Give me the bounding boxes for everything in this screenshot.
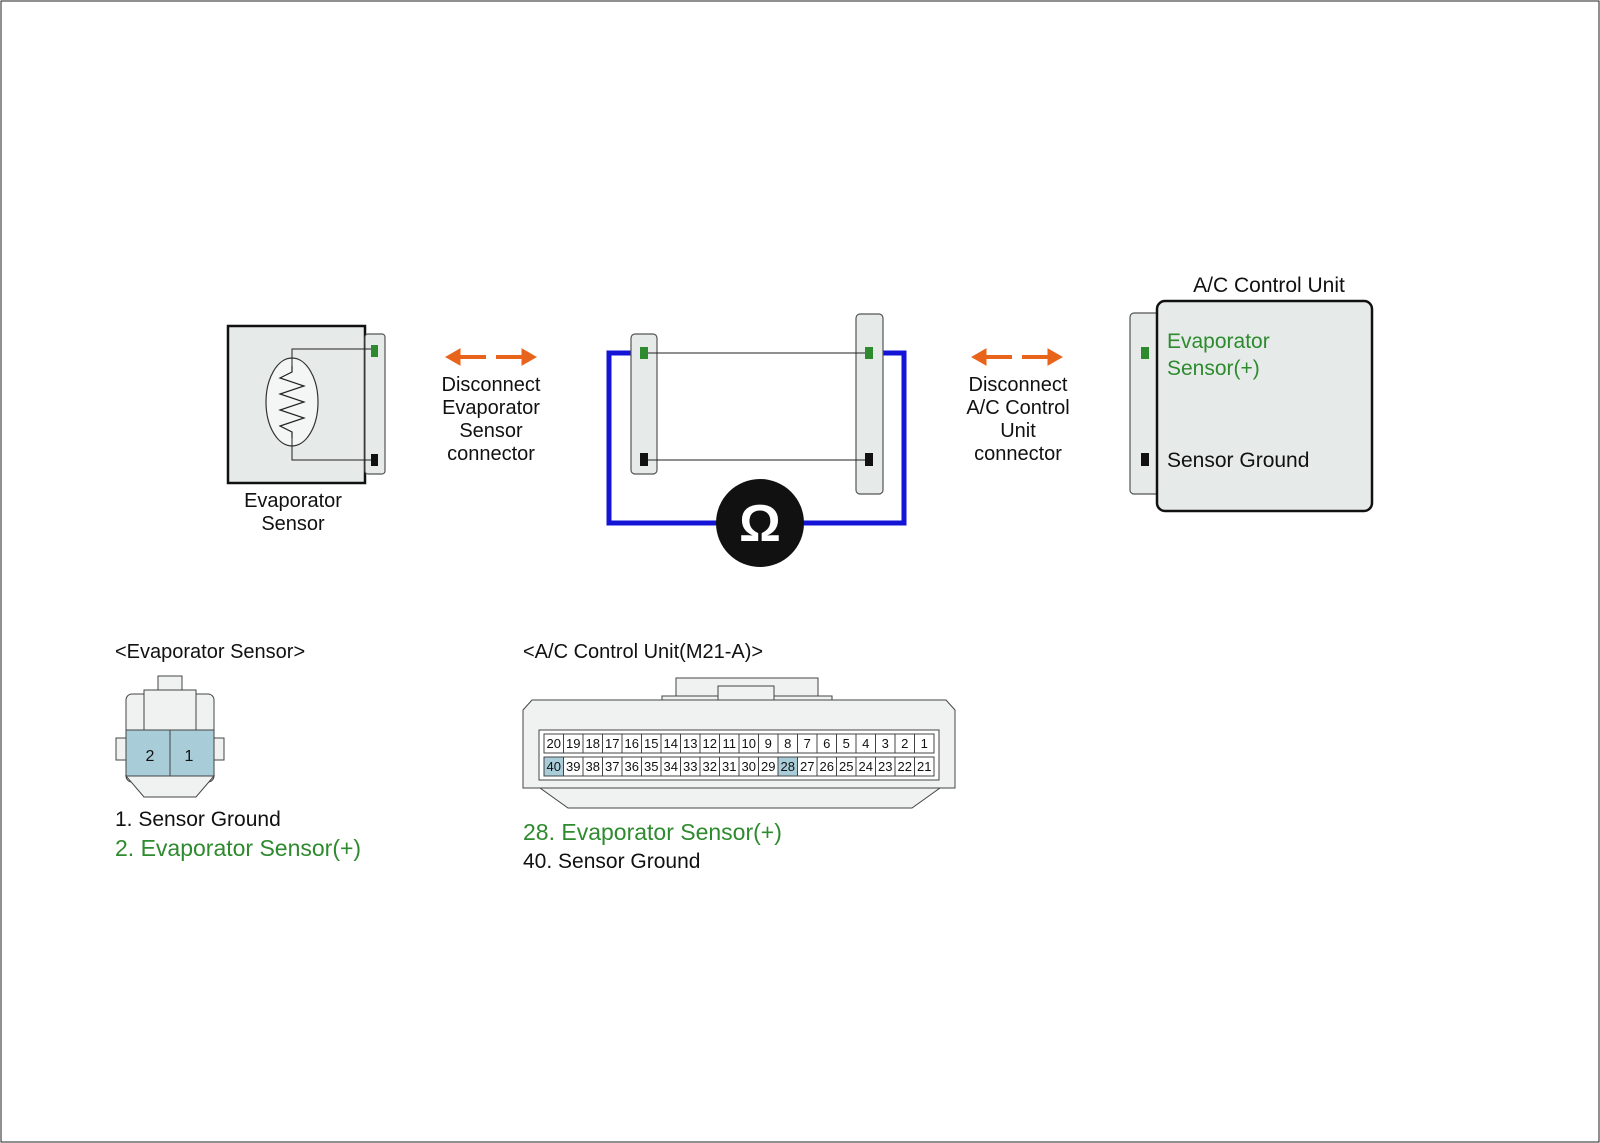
acu-pin-ground-label: Sensor Ground [1167,449,1309,472]
acu-pin-label: 20 [547,736,561,751]
acu-pin-label: 40 [547,759,561,774]
disconnect-evap-text: Disconnect Evaporator Sensor connector [442,374,541,465]
acu-pin-label: 25 [839,759,853,774]
harness-connector-left [630,333,658,475]
evaporator-sensor-label-line2: Sensor [261,513,325,535]
acu-pin-label: 2 [901,736,908,751]
harness-test-circuit: Ω [606,313,907,567]
harness-connector-right [855,313,884,495]
acu-pin-label: 1 [921,736,928,751]
acu-pin-label: 13 [683,736,697,751]
blue-test-lead [606,350,750,526]
evap-legend-2: 2. Evaporator Sensor(+) [115,835,361,861]
acu-pin-label: 3 [882,736,889,751]
acu-pin-label: 31 [722,759,736,774]
acu-title: A/C Control Unit [1193,274,1345,297]
acu-pin-label: 4 [862,736,869,751]
evap-legend-1: 1. Sensor Ground [115,808,281,831]
acu-pin-label: 37 [605,759,619,774]
acu-pin-label: 35 [644,759,658,774]
acu-pin-label: 8 [784,736,791,751]
acu-pin-label: 19 [566,736,580,751]
acu-pin-cell [914,756,935,777]
acu-pin-label: 30 [742,759,756,774]
disconnect-left-line4: connector [447,443,535,465]
acu-pin-label: 39 [566,759,580,774]
acu-pin-label: 9 [765,736,772,751]
acu-pin-plus-label-line2: Sensor(+) [1167,357,1260,380]
acu-pin-label: 28 [781,759,795,774]
evap-pin-plus [371,345,378,357]
disconnect-right-line2: A/C Control [966,397,1069,419]
acu-pin-plus-label-line1: Evaporator [1167,330,1270,353]
disconnect-left-line1: Disconnect [442,374,541,396]
acu-pin-label: 32 [703,759,717,774]
disconnect-right-line1: Disconnect [969,374,1068,396]
acu-pin-label: 18 [586,736,600,751]
acu-pin-label: 6 [823,736,830,751]
acu-pin-label: 29 [761,759,775,774]
disconnect-right-line4: connector [974,443,1062,465]
acu-pin-label: 38 [586,759,600,774]
ohmmeter-icon [716,479,804,567]
acu-pin-label: 27 [800,759,814,774]
acu-pin-plus [1141,347,1149,359]
ohm-symbol: Ω [739,495,781,553]
acu-pin-label: 7 [804,736,811,751]
resistor-zigzag-icon [278,366,306,438]
harness-pin-gnd-right [865,453,873,466]
harness-pin-plus-left [640,347,648,359]
evap-pin-ground [371,454,378,466]
disconnect-left-line3: Sensor [459,420,523,442]
acu-pin-label: 33 [683,759,697,774]
acu-pin-label: 36 [625,759,639,774]
acu-pin-ground [1141,453,1149,466]
double-headed-arrow-icon [444,348,538,366]
acu-legend-28: 28. Evaporator Sensor(+) [523,819,782,845]
acu-legend-40: 40. Sensor Ground [523,850,700,873]
acu-pin-label: 15 [644,736,658,751]
harness-pin-plus-right [865,347,873,359]
evap-pin-2: 2 [146,748,155,765]
blue-test-lead-right [770,350,907,526]
acu-pin-label: 5 [843,736,850,751]
evap-connector-title: <Evaporator Sensor> [115,641,305,663]
acu-pin-label: 34 [664,759,678,774]
acu-pin-label: 22 [898,759,912,774]
acu-connector-title: <A/C Control Unit(M21-A)> [523,641,763,663]
acu-pin-label: 24 [859,759,873,774]
acu-pin-label: 11 [723,736,737,751]
acu-pin-label: 21 [917,759,931,774]
evap-pin-1: 1 [185,748,194,765]
acu-pin-label: 16 [625,736,639,751]
disconnect-right-line3: Unit [1000,420,1036,442]
acu-pin-label: 14 [664,736,678,751]
double-headed-arrow-icon [970,348,1064,366]
acu-pin-label: 12 [703,736,717,751]
disconnect-left-line2: Evaporator [442,397,540,419]
evaporator-sensor-label-line1: Evaporator [244,490,342,512]
acu-pin-label: 23 [878,759,892,774]
evaporator-sensor-component [226,324,386,485]
acu-pin-label: 26 [820,759,834,774]
acu-component [1129,299,1374,513]
harness-pin-gnd-left [640,453,648,466]
acu-pin-cell [914,733,935,754]
acu-pin-label: 17 [605,736,619,751]
evap-connector-face: 2 1 [115,675,225,798]
acu-pin-label: 10 [742,736,756,751]
disconnect-acu-text: Disconnect A/C Control Unit connector [966,374,1069,465]
